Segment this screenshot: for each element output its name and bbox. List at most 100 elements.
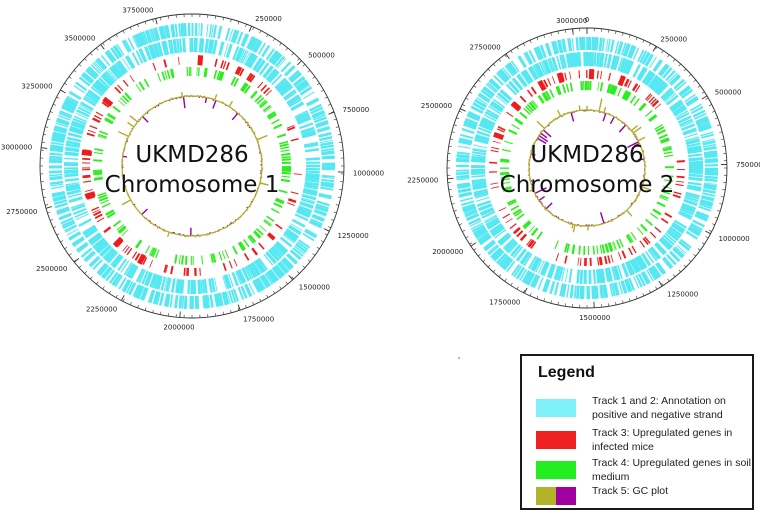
track1-feature xyxy=(80,247,93,258)
track4-feature xyxy=(152,248,158,258)
track1-feature xyxy=(205,295,209,309)
scale-major-tick xyxy=(323,228,330,232)
track4-feature xyxy=(258,99,267,107)
track2-feature xyxy=(291,103,305,112)
track2-feature xyxy=(168,39,173,55)
track1-feature xyxy=(258,277,266,290)
scale-minor-tick xyxy=(102,42,105,46)
track4-feature xyxy=(659,195,669,200)
track1-feature xyxy=(286,254,297,265)
track1-feature xyxy=(537,277,544,290)
track1-feature xyxy=(51,190,65,196)
track1-feature xyxy=(273,54,283,66)
track2-feature xyxy=(299,122,313,129)
track2-feature xyxy=(538,260,545,274)
track1-feature xyxy=(282,258,293,269)
track1-feature xyxy=(132,35,139,49)
track2-feature xyxy=(304,181,319,187)
scale-minor-tick xyxy=(635,37,638,41)
track1-feature xyxy=(313,209,327,216)
track2-feature xyxy=(90,86,103,97)
legend-swatch-gc-positive xyxy=(536,487,556,505)
track2-feature xyxy=(66,140,81,145)
scale-minor-tick xyxy=(330,111,335,113)
track1-feature xyxy=(68,231,81,240)
scale-minor-tick xyxy=(458,223,462,226)
track2-feature xyxy=(547,58,554,73)
track1-feature xyxy=(233,30,240,44)
scale-minor-tick xyxy=(493,63,496,67)
track1-feature xyxy=(184,23,187,37)
scale-minor-tick xyxy=(712,110,716,113)
scale-minor-tick xyxy=(523,289,526,293)
track1-feature xyxy=(500,68,511,80)
gc-plot-bar xyxy=(618,124,627,133)
track3-feature xyxy=(92,118,101,123)
track3-feature xyxy=(599,256,603,266)
track1-feature xyxy=(218,25,223,39)
track4-feature xyxy=(625,92,632,101)
track2-feature xyxy=(483,214,497,222)
track4-feature xyxy=(105,209,114,215)
track1-feature xyxy=(534,46,543,60)
track2-feature xyxy=(626,61,634,75)
track2-feature xyxy=(284,91,297,101)
track4-feature xyxy=(124,92,132,101)
track3-feature xyxy=(564,255,568,264)
track1-feature xyxy=(165,293,170,307)
track1-feature xyxy=(218,292,224,306)
scale-minor-tick xyxy=(714,117,718,120)
scale-minor-tick xyxy=(705,236,709,239)
track1-feature xyxy=(127,282,135,295)
track2-feature xyxy=(207,39,212,54)
track4-feature xyxy=(617,87,622,97)
track4-feature xyxy=(578,245,581,255)
scale-minor-tick xyxy=(453,210,457,212)
track1-feature xyxy=(605,38,609,52)
track4-feature xyxy=(263,106,272,113)
track1-feature xyxy=(598,37,603,51)
track2-feature xyxy=(219,41,225,56)
track2-feature xyxy=(107,251,119,264)
track1-feature xyxy=(465,118,478,126)
track1-feature xyxy=(704,171,718,174)
track1-feature xyxy=(320,181,334,186)
gc-plot-bar xyxy=(536,137,547,145)
track3-feature xyxy=(506,111,514,118)
track1-feature xyxy=(702,188,716,194)
track4-feature xyxy=(621,90,628,99)
track2-feature xyxy=(269,248,280,260)
track1-feature xyxy=(295,79,307,89)
track1-feature xyxy=(483,240,496,251)
track1-feature xyxy=(210,294,214,308)
track4-feature xyxy=(662,186,672,189)
track3-feature xyxy=(91,206,99,211)
track2-feature xyxy=(484,111,498,120)
track2-feature xyxy=(276,241,288,253)
track1-feature xyxy=(198,23,200,37)
scale-minor-tick xyxy=(56,233,60,236)
track1-feature xyxy=(488,80,500,91)
track4-feature xyxy=(664,179,674,182)
track4-feature xyxy=(247,235,255,244)
track1-feature xyxy=(593,37,597,51)
track1-feature xyxy=(641,271,651,284)
track1-feature xyxy=(575,285,578,299)
track2-feature xyxy=(535,259,543,273)
track1-feature xyxy=(474,228,486,236)
scale-minor-tick xyxy=(152,19,154,23)
track1-feature xyxy=(474,99,487,108)
scale-minor-tick xyxy=(719,203,723,205)
scale-minor-tick xyxy=(266,34,269,38)
track1-feature xyxy=(700,199,714,205)
track1-feature xyxy=(320,186,334,191)
track1-feature xyxy=(504,259,514,271)
track2-feature xyxy=(654,81,666,93)
track2-feature xyxy=(557,266,563,281)
track1-feature xyxy=(114,45,123,57)
gc-plot-bar xyxy=(536,120,546,129)
scale-major-tick xyxy=(60,89,66,94)
track1-feature xyxy=(460,197,474,202)
track2-feature xyxy=(658,238,671,251)
track2-feature xyxy=(92,83,106,94)
